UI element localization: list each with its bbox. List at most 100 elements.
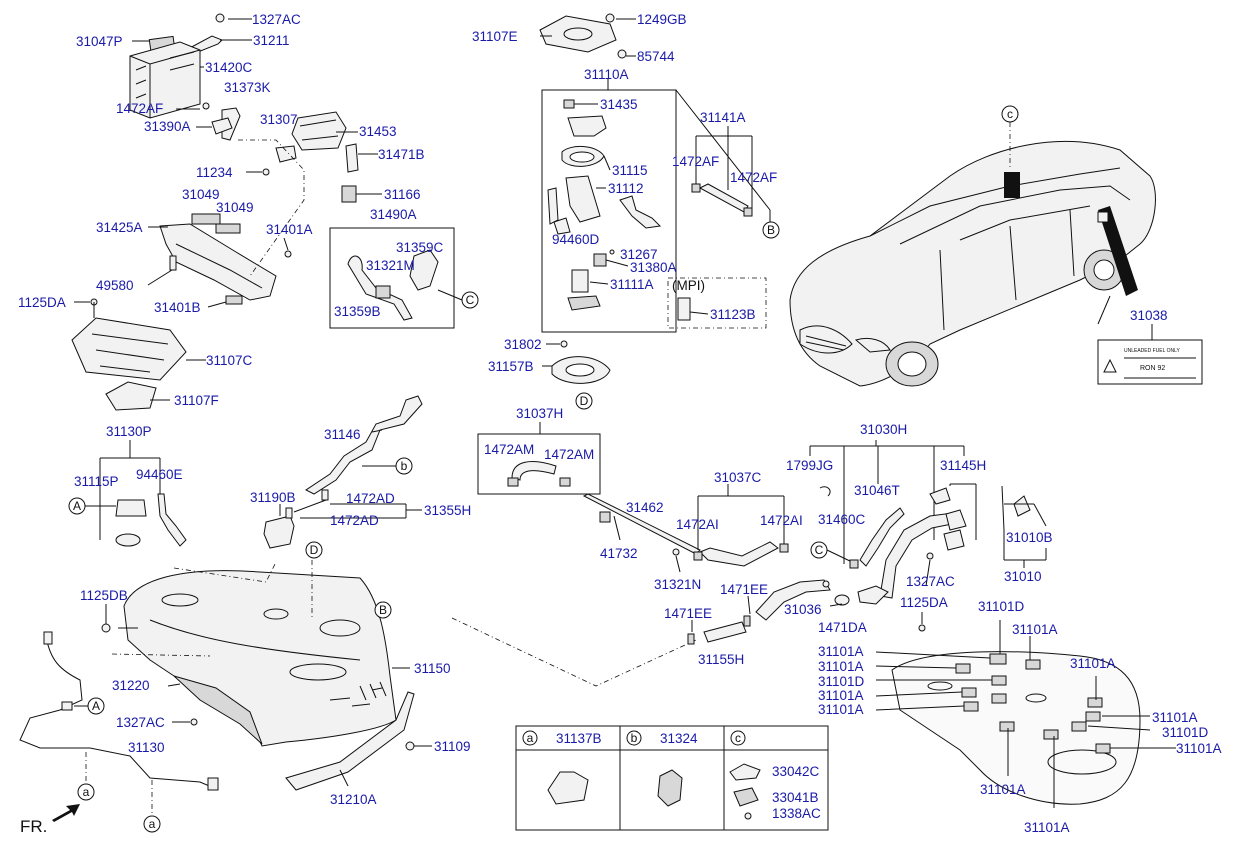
- label-31460C: 31460C: [818, 512, 866, 527]
- label-31210A: 31210A: [330, 792, 377, 807]
- legend-c-letter: c: [735, 731, 741, 745]
- svg-text:B: B: [379, 603, 387, 617]
- protector-plates: [71, 298, 187, 411]
- legend-bolt-icon: [744, 812, 752, 820]
- svg-text:b: b: [401, 459, 408, 473]
- legend-sensor-icon: [733, 787, 759, 807]
- label-31101A-6: 31101A: [818, 702, 864, 717]
- label-1472AM-a: 1472AM: [484, 442, 534, 457]
- label-31049-b: 31049: [216, 200, 254, 215]
- label-mpi: (MPI): [672, 278, 705, 293]
- label-31101A-3: 31101A: [818, 659, 864, 674]
- part-pump-flange: [567, 115, 607, 137]
- fuel-label-line1: UNLEADED FUEL ONLY: [1124, 348, 1181, 354]
- label-31010B: 31010B: [1006, 530, 1053, 545]
- label-31046T: 31046T: [854, 483, 900, 498]
- car-body: [789, 141, 1156, 387]
- pipe-31462-group: [451, 484, 789, 687]
- canister-group: [129, 13, 359, 305]
- label-31101D-r: 31101D: [1162, 725, 1209, 740]
- part-31401B: [225, 295, 243, 305]
- label-1472AD-b: 1472AD: [330, 513, 379, 528]
- callout-a-1: [77, 783, 95, 801]
- callout-B-1: [374, 601, 392, 619]
- legend-bracket-icon: [729, 763, 761, 781]
- label-31123B: 31123B: [710, 307, 756, 322]
- part-31220-heat-protector: [173, 675, 263, 745]
- part-31390A: [211, 117, 233, 135]
- part-31420C-canister: [129, 41, 201, 119]
- legend-clip-a-icon: [547, 771, 589, 805]
- label-31211: 31211: [253, 33, 290, 48]
- part-31150-tank: [123, 570, 397, 747]
- part-31107F: [105, 381, 157, 411]
- label-31802: 31802: [504, 337, 542, 352]
- label-31047P: 31047P: [76, 34, 123, 49]
- legend-b-part: 31324: [660, 731, 698, 746]
- pump-group: [539, 13, 771, 333]
- label-31037H: 31037H: [516, 406, 563, 421]
- part-31359B: [375, 285, 391, 299]
- label-31036: 31036: [784, 602, 822, 617]
- part-31460C-hose: [859, 507, 905, 567]
- label-31107C: 31107C: [206, 353, 253, 368]
- part-31049-a: [191, 213, 221, 225]
- label-31150: 31150: [414, 661, 451, 676]
- part-31112-pump: [565, 175, 601, 223]
- label-1327AC-mid: 1327AC: [116, 715, 165, 730]
- label-1472AI-b: 1472AI: [760, 513, 803, 528]
- label-31101A-b1: 31101A: [980, 782, 1026, 797]
- svg-text:a: a: [83, 785, 90, 799]
- plate-31157B-group: D: [551, 340, 611, 410]
- tank-pads-group: [875, 620, 1176, 808]
- label-31112: 31112: [608, 181, 644, 196]
- part-31123B: [677, 297, 691, 321]
- part-31107C: [71, 317, 187, 381]
- label-1472AF-b: 1472AF: [730, 170, 777, 185]
- part-31471B-hose: [345, 143, 359, 173]
- label-31107F: 31107F: [174, 393, 219, 408]
- label-31453: 31453: [359, 124, 397, 139]
- label-1472AI-a: 1472AI: [676, 517, 719, 532]
- label-31030H: 31030H: [860, 422, 907, 437]
- part-31141A-hose: [698, 183, 749, 213]
- legend-a-part: 31137B: [556, 731, 602, 746]
- part-31010B: [1013, 495, 1031, 517]
- label-31471B: 31471B: [378, 147, 425, 162]
- label-1327AC-top: 1327AC: [252, 12, 301, 27]
- label-31166: 31166: [384, 187, 421, 202]
- sender-harness-group: A a a: [19, 631, 219, 833]
- label-31037C: 31037C: [714, 470, 762, 485]
- label-31157B: 31157B: [488, 359, 534, 374]
- sender-31130P-group: A: [68, 440, 187, 547]
- part-31435: [563, 99, 575, 109]
- hose-31490A-group: C: [329, 227, 479, 329]
- svg-text:A: A: [73, 499, 81, 513]
- label-1125DB: 1125DB: [80, 588, 128, 603]
- label-1471EE-a: 1471EE: [720, 582, 768, 597]
- label-31101A-2: 31101A: [818, 644, 864, 659]
- label-31146: 31146: [324, 427, 361, 442]
- part-31166: [341, 185, 357, 203]
- part-94460D: [553, 217, 571, 235]
- label-49580: 49580: [96, 278, 134, 293]
- label-1472AM-b: 1472AM: [544, 447, 594, 462]
- label-94460E: 94460E: [136, 467, 183, 482]
- part-31307: [275, 145, 297, 163]
- label-31101D-l: 31101D: [818, 674, 865, 689]
- part-31462-pipe: [582, 493, 701, 555]
- callout-D-1: [305, 541, 323, 559]
- label-85744: 85744: [637, 49, 675, 64]
- label-1471EE-b: 1471EE: [664, 606, 712, 621]
- part-31359C-connector: [409, 249, 439, 291]
- label-31359C: 31359C: [396, 240, 444, 255]
- label-31110A: 31110A: [584, 67, 629, 82]
- callout-a-2: [143, 815, 161, 833]
- car-canister-marker: [1004, 172, 1020, 198]
- label-94460D: 94460D: [552, 232, 600, 247]
- label-31049-a: 31049: [182, 187, 220, 202]
- label-31101A-b2: 31101A: [1024, 820, 1070, 835]
- label-31425A: 31425A: [96, 220, 143, 235]
- label-31109: 31109: [434, 739, 471, 754]
- label-31435: 31435: [600, 97, 638, 112]
